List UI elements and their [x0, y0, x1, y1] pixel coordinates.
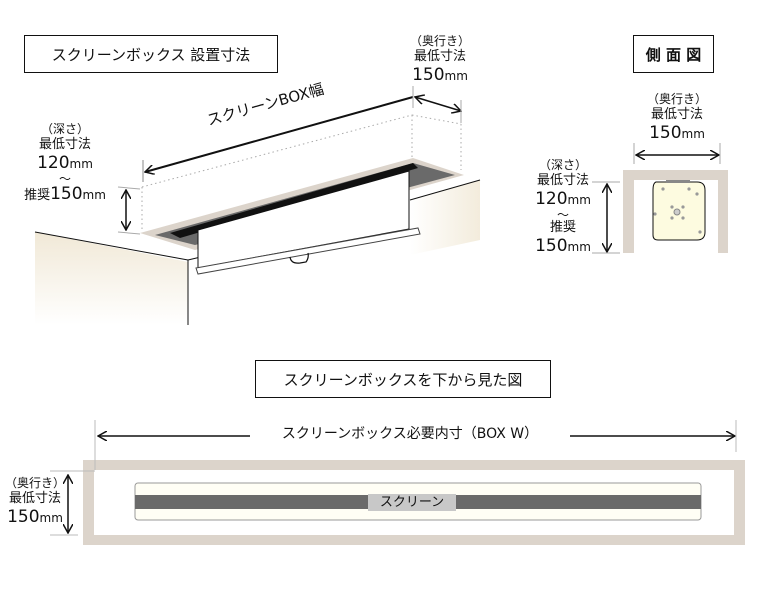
section1-back-label: （奥行き） 最低寸法 150mm	[409, 34, 470, 86]
back-depth-arrow	[415, 97, 461, 111]
box-width-arrow	[145, 96, 414, 172]
section3-title: スクリーンボックスを下から見た図	[255, 360, 551, 398]
section1-title: スクリーンボックス 設置寸法	[24, 35, 278, 73]
section1-title-text: スクリーンボックス 設置寸法	[51, 45, 251, 64]
section2-title: 側 面 図	[633, 35, 714, 73]
screen-sheet	[195, 170, 421, 275]
section2-depth-label: （深さ） 最低寸法 120mm 〜 推奨 150mm	[535, 158, 591, 257]
box-w-label: スクリーンボックス必要内寸（BOX W）	[250, 426, 570, 444]
box-dotted-outline	[141, 114, 462, 232]
section1-depth-label: （深さ） 最低寸法 120mm 〜 推奨150mm	[24, 122, 106, 205]
side-view	[623, 170, 728, 253]
screen-label: スクリーン	[368, 494, 456, 511]
section2-back-label: （奥行き） 最低寸法 150mm	[646, 92, 707, 144]
wall-shading	[35, 180, 480, 325]
section3-back-label: （奥行き） 最低寸法 150mm	[4, 476, 65, 528]
ceiling-lines	[34, 179, 481, 325]
